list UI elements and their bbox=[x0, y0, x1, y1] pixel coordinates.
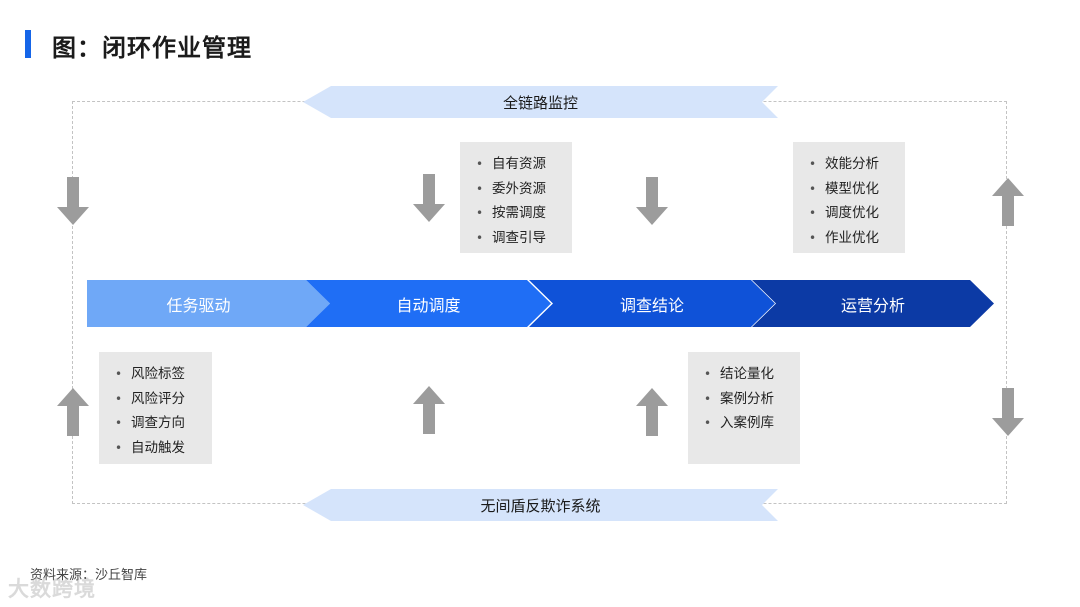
list-item: 案例分析 bbox=[704, 387, 800, 412]
arrow-up-icon bbox=[57, 388, 89, 436]
list-item: 效能分析 bbox=[809, 152, 905, 177]
title-accent-bar bbox=[25, 30, 31, 58]
stage-investigation-conclusion: 调查结论 bbox=[529, 280, 775, 327]
analysis-detail-box: 效能分析 模型优化 调度优化 作业优化 bbox=[793, 142, 905, 253]
arrow-down-icon bbox=[636, 177, 668, 225]
arrow-up-icon bbox=[413, 386, 445, 434]
arrow-down-icon bbox=[992, 388, 1024, 436]
stage-operation-analysis: 运营分析 bbox=[752, 280, 994, 327]
list-item: 按需调度 bbox=[476, 201, 572, 226]
task-detail-box: 风险标签 风险评分 调查方向 自动触发 bbox=[99, 352, 212, 464]
list-item: 委外资源 bbox=[476, 177, 572, 202]
dispatch-detail-box: 自有资源 委外资源 按需调度 调查引导 bbox=[460, 142, 572, 253]
list-item: 风险标签 bbox=[115, 362, 212, 387]
bottom-banner: 无间盾反欺诈系统 bbox=[303, 489, 778, 521]
page-title: 图：闭环作业管理 bbox=[52, 34, 252, 62]
watermark-logo: 大数跨境 bbox=[8, 577, 96, 601]
list-item: 结论量化 bbox=[704, 362, 800, 387]
stage-task-driven: 任务驱动 bbox=[87, 280, 330, 327]
arrow-down-icon bbox=[57, 177, 89, 225]
arrow-up-icon bbox=[636, 388, 668, 436]
arrow-up-icon bbox=[992, 178, 1024, 226]
list-item: 调查方向 bbox=[115, 411, 212, 436]
source-note: 资料来源：沙丘智库 bbox=[30, 568, 148, 583]
top-banner: 全链路监控 bbox=[303, 86, 778, 118]
list-item: 自有资源 bbox=[476, 152, 572, 177]
list-item: 调查引导 bbox=[476, 226, 572, 251]
stage-auto-dispatch: 自动调度 bbox=[306, 280, 551, 327]
list-item: 作业优化 bbox=[809, 226, 905, 251]
conclusion-detail-box: 结论量化 案例分析 入案例库 bbox=[688, 352, 800, 464]
list-item: 调度优化 bbox=[809, 201, 905, 226]
list-item: 自动触发 bbox=[115, 436, 212, 461]
list-item: 风险评分 bbox=[115, 387, 212, 412]
list-item: 入案例库 bbox=[704, 411, 800, 436]
list-item: 模型优化 bbox=[809, 177, 905, 202]
arrow-down-icon bbox=[413, 174, 445, 222]
